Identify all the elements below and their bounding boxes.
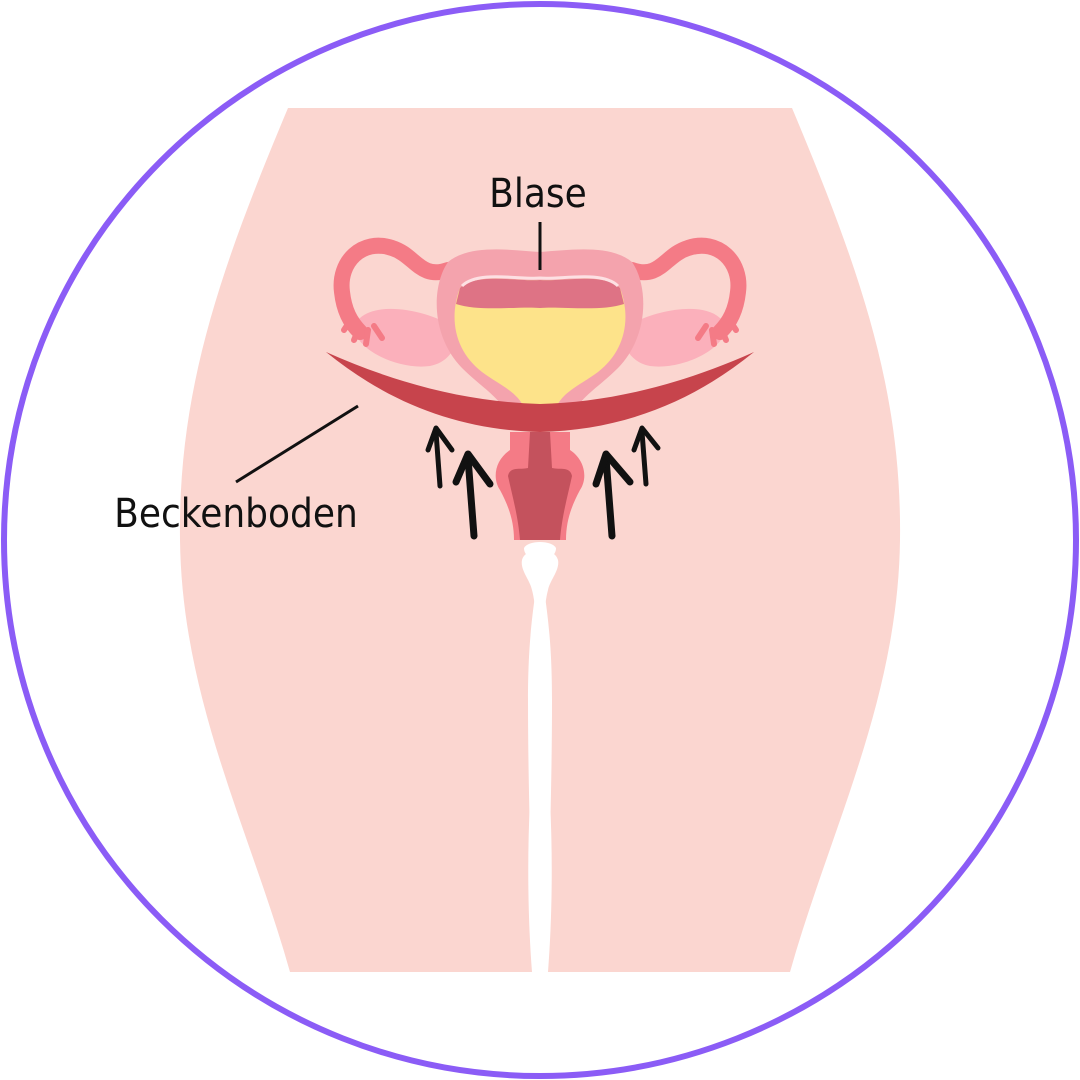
left-ovary: [355, 308, 456, 367]
urethral-opening: [524, 542, 556, 560]
arrow-up-icon: [425, 425, 661, 540]
vulva-gap: [521, 549, 559, 972]
vaginal-canal-inner: [508, 432, 572, 540]
left-fallopian-tube: [333, 237, 456, 340]
bladder-urine: [454, 278, 626, 408]
bladder-label: Blase: [489, 171, 587, 217]
bladder-top: [456, 278, 624, 309]
bladder-highlight: [460, 275, 620, 288]
right-fimbriae: [695, 315, 739, 347]
left-fimbriae: [341, 315, 385, 347]
pelvic-floor-label: Beckenboden: [114, 491, 358, 537]
right-fallopian-tube: [624, 237, 747, 340]
pelvic-floor-pointer-line: [235, 404, 359, 484]
pelvic-floor-muscle-body: [326, 352, 754, 432]
right-ovary: [624, 308, 725, 367]
